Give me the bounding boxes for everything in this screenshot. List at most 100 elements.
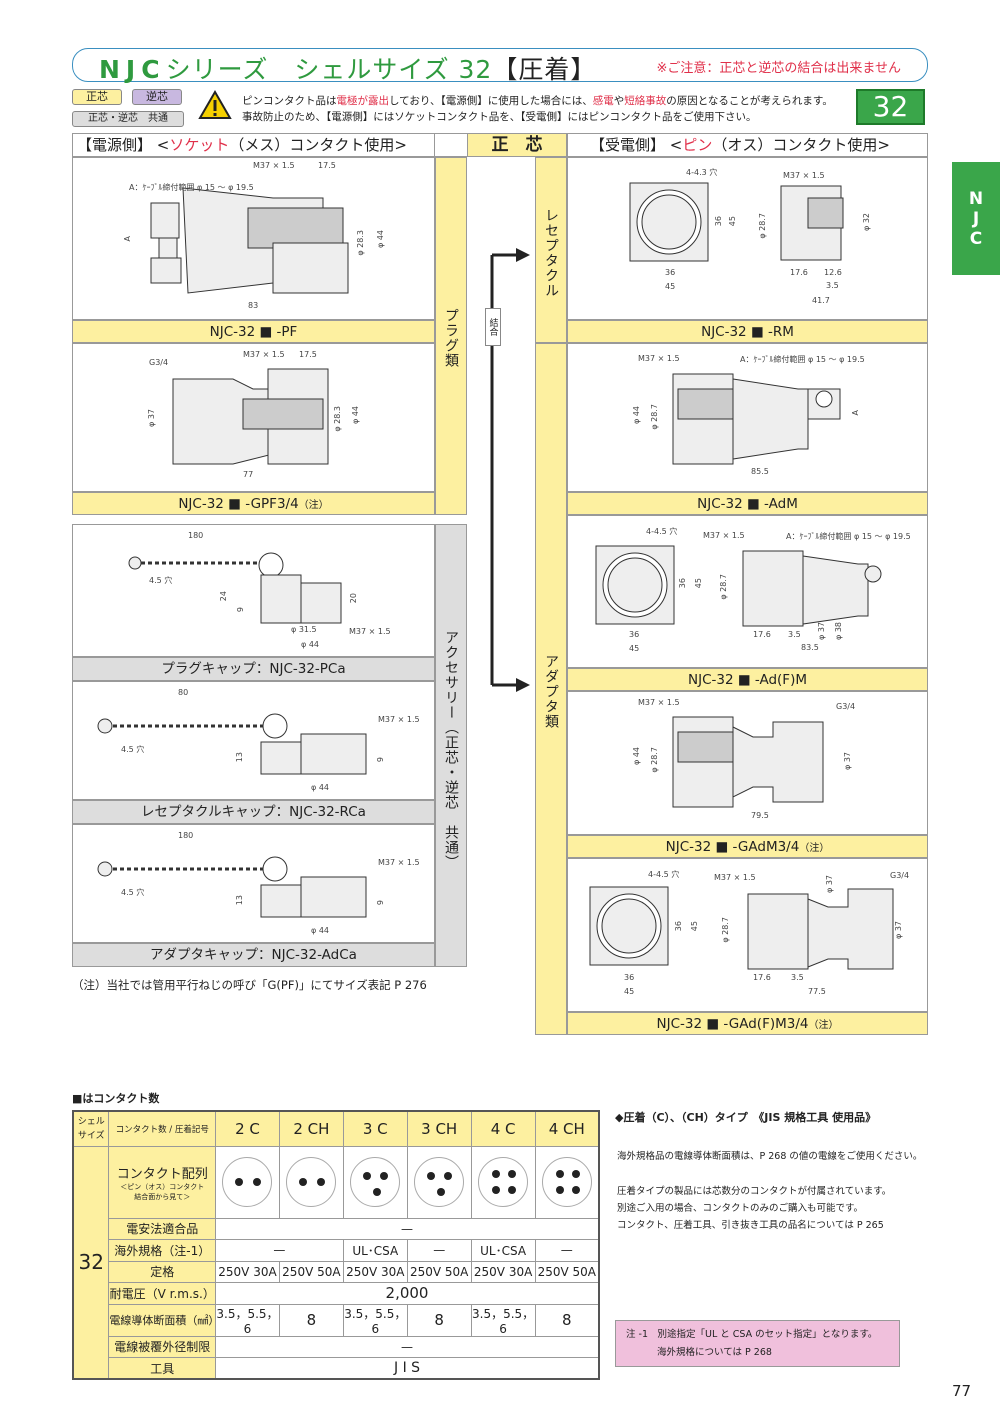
strip-receptacle: レセプタクル: [535, 157, 567, 343]
dimension-label: 41.7: [812, 296, 830, 305]
col-4ch: 4 CH: [534, 1110, 600, 1147]
row-od-label: 電線被覆外径制限: [108, 1335, 217, 1358]
dimension-label: A: [851, 410, 860, 416]
dimension-label: 85.5: [751, 467, 769, 476]
dimension-label: M37 × 1.5: [378, 715, 420, 724]
dimension-label: 4-4.5 穴: [646, 527, 678, 536]
dimension-label: 45: [629, 644, 640, 653]
rating-value: 250V 50A: [406, 1260, 472, 1283]
layout-2ch: [278, 1145, 344, 1219]
product-label-adm: NJC-32 ■ -AdM: [567, 492, 928, 515]
seishin-header: 正 芯: [467, 133, 567, 157]
row-voltage-label: 耐電圧（V r.m.s.）: [108, 1282, 217, 1305]
side-tab-njc[interactable]: NJC: [952, 162, 1000, 275]
dimension-label: φ 44: [351, 406, 360, 424]
dimension-label: 4.5 穴: [121, 745, 145, 754]
dimension-label: φ 44: [301, 640, 319, 649]
dimension-label: 9: [236, 607, 245, 613]
overseas-value: UL･CSA: [342, 1239, 408, 1262]
dimension-label: 13: [235, 752, 244, 763]
dimension-label: 3.5: [788, 630, 801, 639]
strip-plug: プラグ類: [435, 157, 467, 515]
product-label-adca: アダプタキャップ：NJC-32-AdCa: [72, 943, 435, 967]
table-caption: ■はコンタクト数: [72, 1092, 160, 1105]
dimension-label: 17.6: [753, 630, 771, 639]
dimension-label: M37 × 1.5: [253, 161, 295, 170]
dimension-label: φ 44: [632, 406, 641, 424]
dimension-label: 17.6: [753, 973, 771, 982]
header-spacer: [435, 133, 467, 157]
layout-2c: [215, 1145, 280, 1219]
row-rating-label: 定格: [108, 1260, 217, 1283]
dimension-label: 45: [624, 987, 635, 996]
strip-accessory: アクセサリー（正芯・逆芯 共通）: [435, 524, 467, 967]
dimension-label: 17.6: [790, 268, 808, 277]
dimension-label: A：ｹｰﾌﾞﾙ締付範囲 φ 15 〜 φ 19.5: [786, 532, 911, 541]
dimension-label: 12.6: [824, 268, 842, 277]
row-tool-label: 工具: [108, 1357, 217, 1380]
dimension-label: 80: [178, 688, 189, 697]
dimension-label: 36: [674, 921, 683, 932]
title-box: NJCシリーズ シェルサイズ 32【圧着】 ※ご注意：正芯と逆芯の結合は出来ませ…: [72, 48, 928, 84]
dimension-label: 17.5: [299, 350, 317, 359]
info-text: 海外規格品の電線導体断面積は、P 268 の値の電線をご使用ください。: [617, 1151, 923, 1162]
dimension-label: φ 28.7: [650, 404, 659, 430]
col-2c: 2 C: [215, 1110, 280, 1147]
wire-value: 3.5，5.5，6: [470, 1303, 536, 1337]
dimension-label: φ 38: [834, 622, 843, 640]
dimension-label: 4-4.3 穴: [686, 168, 718, 177]
dimension-label: G3/4: [149, 358, 169, 367]
dimension-label: 83: [248, 301, 259, 310]
shell-size-tag: 32: [856, 89, 925, 125]
dimension-label: M37 × 1.5: [243, 350, 285, 359]
note-box: 注 -1 別途指定「UL と CSA のセット指定」となります。海外規格について…: [615, 1320, 900, 1367]
dimension-label: 24: [219, 591, 228, 602]
overseas-value: —: [406, 1239, 472, 1262]
shell-size-value: 32: [72, 1145, 110, 1380]
od-value: —: [215, 1335, 600, 1358]
strip-adapter: アダプタ類: [535, 343, 567, 1035]
dimension-label: φ 37: [147, 409, 156, 427]
page-number: 77: [952, 1382, 972, 1400]
dimension-label: G3/4: [836, 702, 856, 711]
dimension-label: 4.5 穴: [121, 888, 145, 897]
receptacle-drawing: [629, 182, 844, 262]
product-label-adfm: NJC-32 ■ -Ad(F)M: [567, 668, 928, 691]
col-2ch: 2 CH: [278, 1110, 344, 1147]
dimension-label: 77: [243, 470, 254, 479]
voltage-value: 2,000: [215, 1282, 600, 1305]
cap-drawing: [128, 552, 342, 624]
row-overseas-label: 海外規格（注-1）: [108, 1239, 217, 1262]
dimension-label: 13: [235, 895, 244, 906]
plug-drawing: [150, 187, 349, 294]
col-4c: 4 C: [470, 1110, 536, 1147]
dimension-label: φ 31.5: [291, 625, 317, 634]
dimension-label: 36: [714, 216, 723, 227]
adapter-drawing: [672, 716, 824, 808]
dimension-label: 3.5: [791, 973, 804, 982]
caution-text: ※ご注意：正芯と逆芯の結合は出来ません: [656, 61, 901, 76]
dimension-label: 3.5: [826, 281, 839, 290]
col-3ch: 3 CH: [406, 1110, 472, 1147]
layout-3ch: [406, 1145, 472, 1219]
layout-3c: [342, 1145, 408, 1219]
dimension-label: 45: [690, 921, 699, 932]
dimension-label: A：ｹｰﾌﾞﾙ締付範囲 φ 15 〜 φ 19.5: [740, 355, 865, 364]
info-heading: ◆圧着（C）、（CH）タイプ 《JIS 規格工具 使用品》: [615, 1111, 877, 1124]
wire-value: 3.5，5.5，6: [342, 1303, 408, 1337]
tool-value: J I S: [215, 1357, 600, 1380]
footnote: （注）当社では管用平行ねじの呼び「G(PF)」にてサイズ表記 P 276: [72, 978, 427, 992]
dimension-label: φ 28.7: [719, 574, 728, 600]
rating-value: 250V 50A: [534, 1260, 600, 1283]
dimension-label: 17.5: [318, 161, 336, 170]
wire-value: 8: [278, 1303, 344, 1337]
dimension-label: φ 44: [311, 783, 329, 792]
dimension-label: 9: [376, 900, 385, 906]
legend-seishin: 正芯: [72, 89, 122, 105]
dimension-label: G3/4: [890, 871, 910, 880]
overseas-value: —: [215, 1239, 344, 1262]
